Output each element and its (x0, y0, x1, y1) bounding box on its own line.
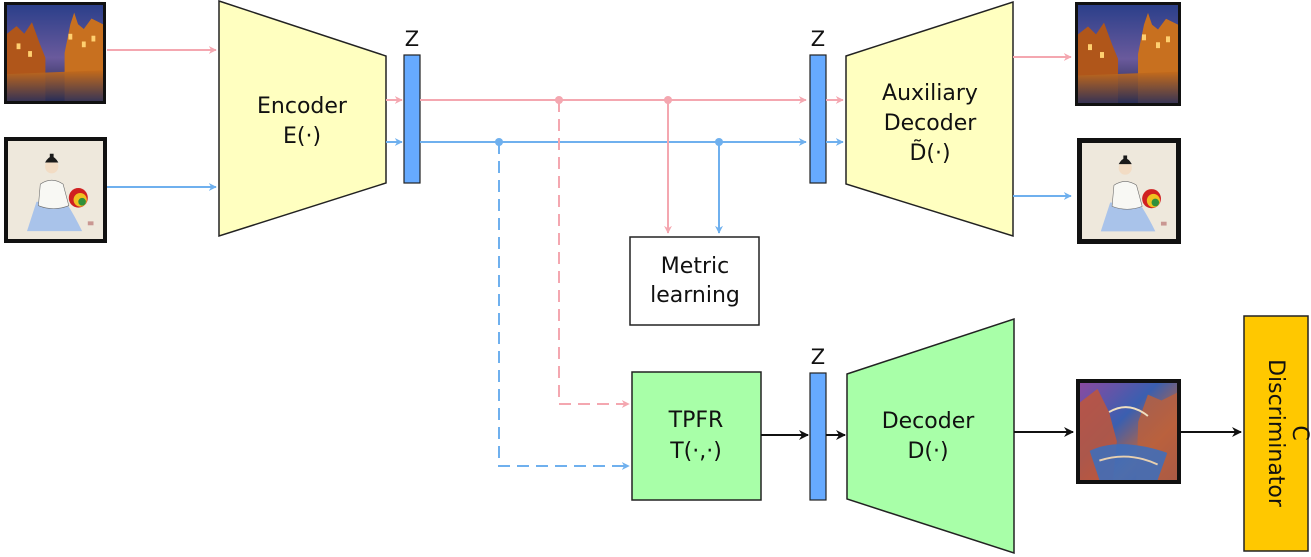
latent-z-aux-decoder: Z (809, 27, 827, 184)
aux-decoder-label-line2: Decoder (884, 111, 978, 136)
content-to-tpfr-dashed-arrow (558, 100, 630, 408)
decoder-label-line1: Decoder (882, 409, 976, 434)
encoder-label-line1: Encoder (257, 94, 348, 119)
decoder-label-line2: D(·) (907, 439, 948, 464)
latent-z-decoder-label: Z (811, 345, 825, 369)
metric-learning-label-line2: learning (650, 283, 740, 308)
aux-decoder-label-line1: Auxiliary (882, 81, 978, 106)
discriminator-label-line1: Discriminator (1263, 359, 1288, 508)
metric-learning-label-line1: Metric (661, 254, 729, 279)
discriminator-label-line2: C (1287, 425, 1311, 440)
aux-decoder-label-line3: D̃(·) (909, 140, 950, 166)
latent-z-aux-label: Z (811, 27, 825, 51)
tpfr-label-line2: T(·,·) (669, 439, 722, 464)
metric-learning-box: Metric learning (629, 236, 760, 326)
decoder-block: Decoder D(·) (846, 317, 1015, 555)
auxiliary-decoder-block: Auxiliary Decoder D̃(·) (845, 0, 1014, 238)
discriminator-box: Discriminator C (1243, 315, 1311, 552)
tpfr-label-line1: TPFR (668, 408, 724, 433)
content-input-image (4, 2, 106, 104)
latent-z-decoder: Z (809, 345, 827, 501)
latent-z-encoder-label: Z (405, 27, 419, 51)
latent-z-encoder: Z (403, 27, 421, 184)
tpfr-box: TPFR T(·,·) (631, 371, 762, 501)
reconstructed-content-image (1075, 2, 1181, 106)
encoder-block: Encoder E(·) (218, 0, 387, 238)
style-input-image (4, 137, 107, 243)
reconstructed-style-image (1077, 138, 1181, 244)
encoder-label-line2: E(·) (283, 124, 321, 149)
style-to-tpfr-dashed-arrow (498, 142, 630, 470)
stylized-output-image (1076, 379, 1181, 484)
